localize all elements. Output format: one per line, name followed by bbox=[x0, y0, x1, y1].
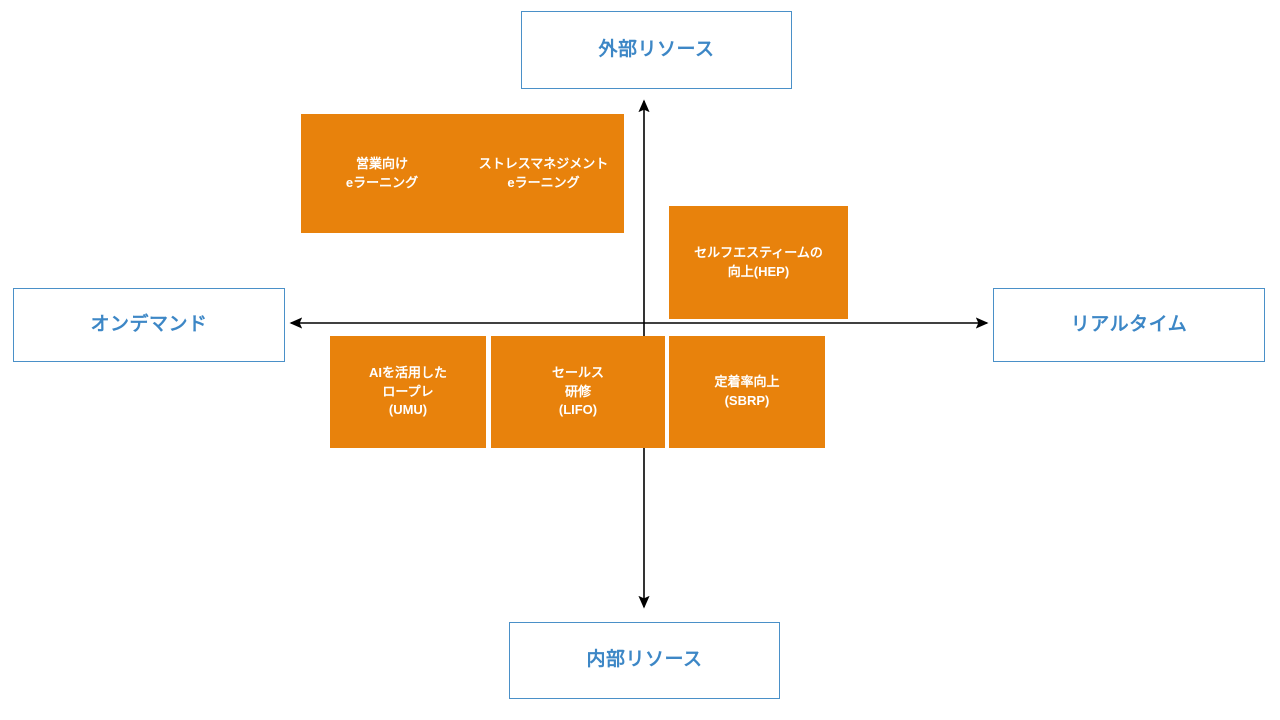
item-box-self-esteem-hep[interactable]: セルフエスティームの 向上(HEP) bbox=[669, 206, 848, 319]
item-box-sales-elearning[interactable]: 営業向け eラーニング bbox=[301, 114, 463, 233]
axis-label-left: オンデマンド bbox=[13, 288, 285, 362]
item-box-ai-roleplay-umu[interactable]: AIを活用した ロープレ (UMU) bbox=[330, 336, 486, 448]
item-box-sales-training-lifo[interactable]: セールス 研修 (LIFO) bbox=[491, 336, 665, 448]
axis-label-top: 外部リソース bbox=[521, 11, 792, 89]
item-box-stress-elearning[interactable]: ストレスマネジメント eラーニング bbox=[463, 114, 624, 233]
axis-label-right: リアルタイム bbox=[993, 288, 1265, 362]
axis-label-bottom: 内部リソース bbox=[509, 622, 780, 699]
item-box-retention-sbrp[interactable]: 定着率向上 (SBRP) bbox=[669, 336, 825, 448]
